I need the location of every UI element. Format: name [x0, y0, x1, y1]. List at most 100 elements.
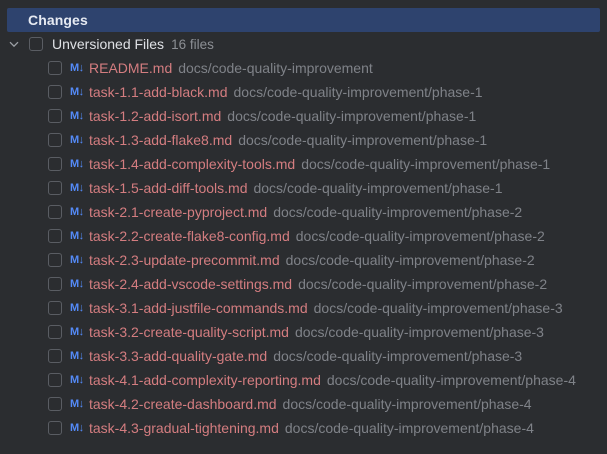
- file-entry: task-3.2-create-quality-script.md docs/co…: [89, 324, 544, 340]
- file-row[interactable]: M↓ task-3.3-add-quality-gate.md docs/code-…: [0, 344, 607, 368]
- file-row[interactable]: M↓ task-4.1-add-complexity-reporting.md do…: [0, 368, 607, 392]
- file-row[interactable]: M↓ task-2.4-add-vscode-settings.md docs/co…: [0, 272, 607, 296]
- file-row[interactable]: M↓ task-1.1-add-black.md docs/code-quality…: [0, 80, 607, 104]
- markdown-file-icon: M↓: [70, 86, 84, 98]
- file-checkbox[interactable]: [48, 109, 62, 123]
- file-path: docs/code-quality-improvement/phase-2: [273, 204, 523, 220]
- file-entry: task-1.1-add-black.md docs/code-quality-i…: [89, 84, 483, 100]
- file-path: docs/code-quality-improvement/phase-1: [227, 108, 477, 124]
- file-name: task-1.1-add-black.md: [89, 84, 228, 100]
- file-name: task-4.3-gradual-tightening.md: [89, 420, 279, 436]
- file-entry: task-1.4-add-complexity-tools.md docs/cod…: [89, 156, 550, 172]
- group-name: Unversioned Files: [52, 36, 165, 52]
- file-entry: task-4.1-add-complexity-reporting.md docs…: [89, 372, 576, 388]
- file-path: docs/code-quality-improvement/phase-3: [294, 324, 544, 340]
- file-name: task-3.3-add-quality-gate.md: [89, 348, 268, 364]
- file-checkbox[interactable]: [48, 157, 62, 171]
- file-checkbox[interactable]: [48, 301, 62, 315]
- file-name: task-2.3-update-precommit.md: [89, 252, 280, 268]
- chevron-down-icon[interactable]: [8, 38, 20, 50]
- file-name: task-1.3-add-flake8.md: [89, 132, 233, 148]
- group-file-count: 16 files: [171, 37, 214, 52]
- file-row[interactable]: M↓ task-2.2-create-flake8-config.md docs/c…: [0, 224, 607, 248]
- file-checkbox[interactable]: [48, 61, 62, 75]
- file-row[interactable]: M↓ task-3.1-add-justfile-commands.md docs/…: [0, 296, 607, 320]
- file-path: docs/code-quality-improvement/phase-1: [253, 180, 503, 196]
- file-entry: task-2.3-update-precommit.md docs/code-qu…: [89, 252, 535, 268]
- markdown-file-icon: M↓: [70, 374, 84, 386]
- file-path: docs/code-quality-improvement/phase-4: [282, 396, 532, 412]
- file-entry: README.md docs/code-quality-improvement: [89, 60, 373, 76]
- file-checkbox[interactable]: [48, 397, 62, 411]
- file-entry: task-2.1-create-pyproject.md docs/code-qu…: [89, 204, 522, 220]
- file-row[interactable]: M↓ task-4.3-gradual-tightening.md docs/cod…: [0, 416, 607, 440]
- file-entry: task-4.3-gradual-tightening.md docs/code-…: [89, 420, 534, 436]
- markdown-file-icon: M↓: [70, 350, 84, 362]
- file-path: docs/code-quality-improvement/phase-4: [326, 372, 576, 388]
- file-name: README.md: [89, 60, 173, 76]
- changes-header[interactable]: Changes: [7, 8, 600, 32]
- file-path: docs/code-quality-improvement/phase-3: [273, 348, 523, 364]
- file-entry: task-2.4-add-vscode-settings.md docs/code…: [89, 276, 547, 292]
- markdown-file-icon: M↓: [70, 422, 84, 434]
- file-checkbox[interactable]: [48, 421, 62, 435]
- file-path: docs/code-quality-improvement/phase-2: [298, 276, 548, 292]
- file-entry: task-3.1-add-justfile-commands.md docs/co…: [89, 300, 563, 316]
- group-checkbox[interactable]: [29, 37, 43, 51]
- file-row[interactable]: M↓ task-4.2-create-dashboard.md docs/code-…: [0, 392, 607, 416]
- file-checkbox[interactable]: [48, 85, 62, 99]
- file-checkbox[interactable]: [48, 253, 62, 267]
- markdown-file-icon: M↓: [70, 230, 84, 242]
- file-path: docs/code-quality-improvement: [178, 60, 373, 76]
- markdown-file-icon: M↓: [70, 62, 84, 74]
- changes-title: Changes: [28, 12, 88, 28]
- file-path: docs/code-quality-improvement/phase-2: [285, 252, 535, 268]
- markdown-file-icon: M↓: [70, 326, 84, 338]
- file-name: task-1.4-add-complexity-tools.md: [89, 156, 296, 172]
- file-path: docs/code-quality-improvement/phase-1: [238, 132, 488, 148]
- markdown-file-icon: M↓: [70, 302, 84, 314]
- markdown-file-icon: M↓: [70, 398, 84, 410]
- file-checkbox[interactable]: [48, 277, 62, 291]
- file-path: docs/code-quality-improvement/phase-1: [233, 84, 483, 100]
- file-name: task-3.1-add-justfile-commands.md: [89, 300, 308, 316]
- file-row[interactable]: M↓ task-1.4-add-complexity-tools.md docs/c…: [0, 152, 607, 176]
- file-checkbox[interactable]: [48, 181, 62, 195]
- markdown-file-icon: M↓: [70, 110, 84, 122]
- file-path: docs/code-quality-improvement/phase-2: [295, 228, 545, 244]
- file-row[interactable]: M↓ README.md docs/code-quality-improvement: [0, 56, 607, 80]
- file-name: task-2.2-create-flake8-config.md: [89, 228, 290, 244]
- file-checkbox[interactable]: [48, 229, 62, 243]
- file-name: task-3.2-create-quality-script.md: [89, 324, 289, 340]
- markdown-file-icon: M↓: [70, 278, 84, 290]
- file-checkbox[interactable]: [48, 373, 62, 387]
- markdown-file-icon: M↓: [70, 158, 84, 170]
- file-entry: task-4.2-create-dashboard.md docs/code-qu…: [89, 396, 532, 412]
- file-row[interactable]: M↓ task-3.2-create-quality-script.md docs/…: [0, 320, 607, 344]
- file-entry: task-2.2-create-flake8-config.md docs/cod…: [89, 228, 545, 244]
- file-path: docs/code-quality-improvement/phase-4: [284, 420, 534, 436]
- group-label: Unversioned Files 16 files: [52, 36, 214, 52]
- file-path: docs/code-quality-improvement/phase-3: [313, 300, 563, 316]
- file-path: docs/code-quality-improvement/phase-1: [301, 156, 551, 172]
- file-checkbox[interactable]: [48, 133, 62, 147]
- file-name: task-2.4-add-vscode-settings.md: [89, 276, 293, 292]
- file-checkbox[interactable]: [48, 205, 62, 219]
- file-name: task-4.1-add-complexity-reporting.md: [89, 372, 321, 388]
- file-entry: task-1.3-add-flake8.md docs/code-quality-…: [89, 132, 487, 148]
- markdown-file-icon: M↓: [70, 206, 84, 218]
- file-checkbox[interactable]: [48, 325, 62, 339]
- file-name: task-4.2-create-dashboard.md: [89, 396, 277, 412]
- unversioned-files-group[interactable]: Unversioned Files 16 files: [0, 32, 607, 56]
- file-checkbox[interactable]: [48, 349, 62, 363]
- file-row[interactable]: M↓ task-2.1-create-pyproject.md docs/code-…: [0, 200, 607, 224]
- file-name: task-2.1-create-pyproject.md: [89, 204, 268, 220]
- markdown-file-icon: M↓: [70, 182, 84, 194]
